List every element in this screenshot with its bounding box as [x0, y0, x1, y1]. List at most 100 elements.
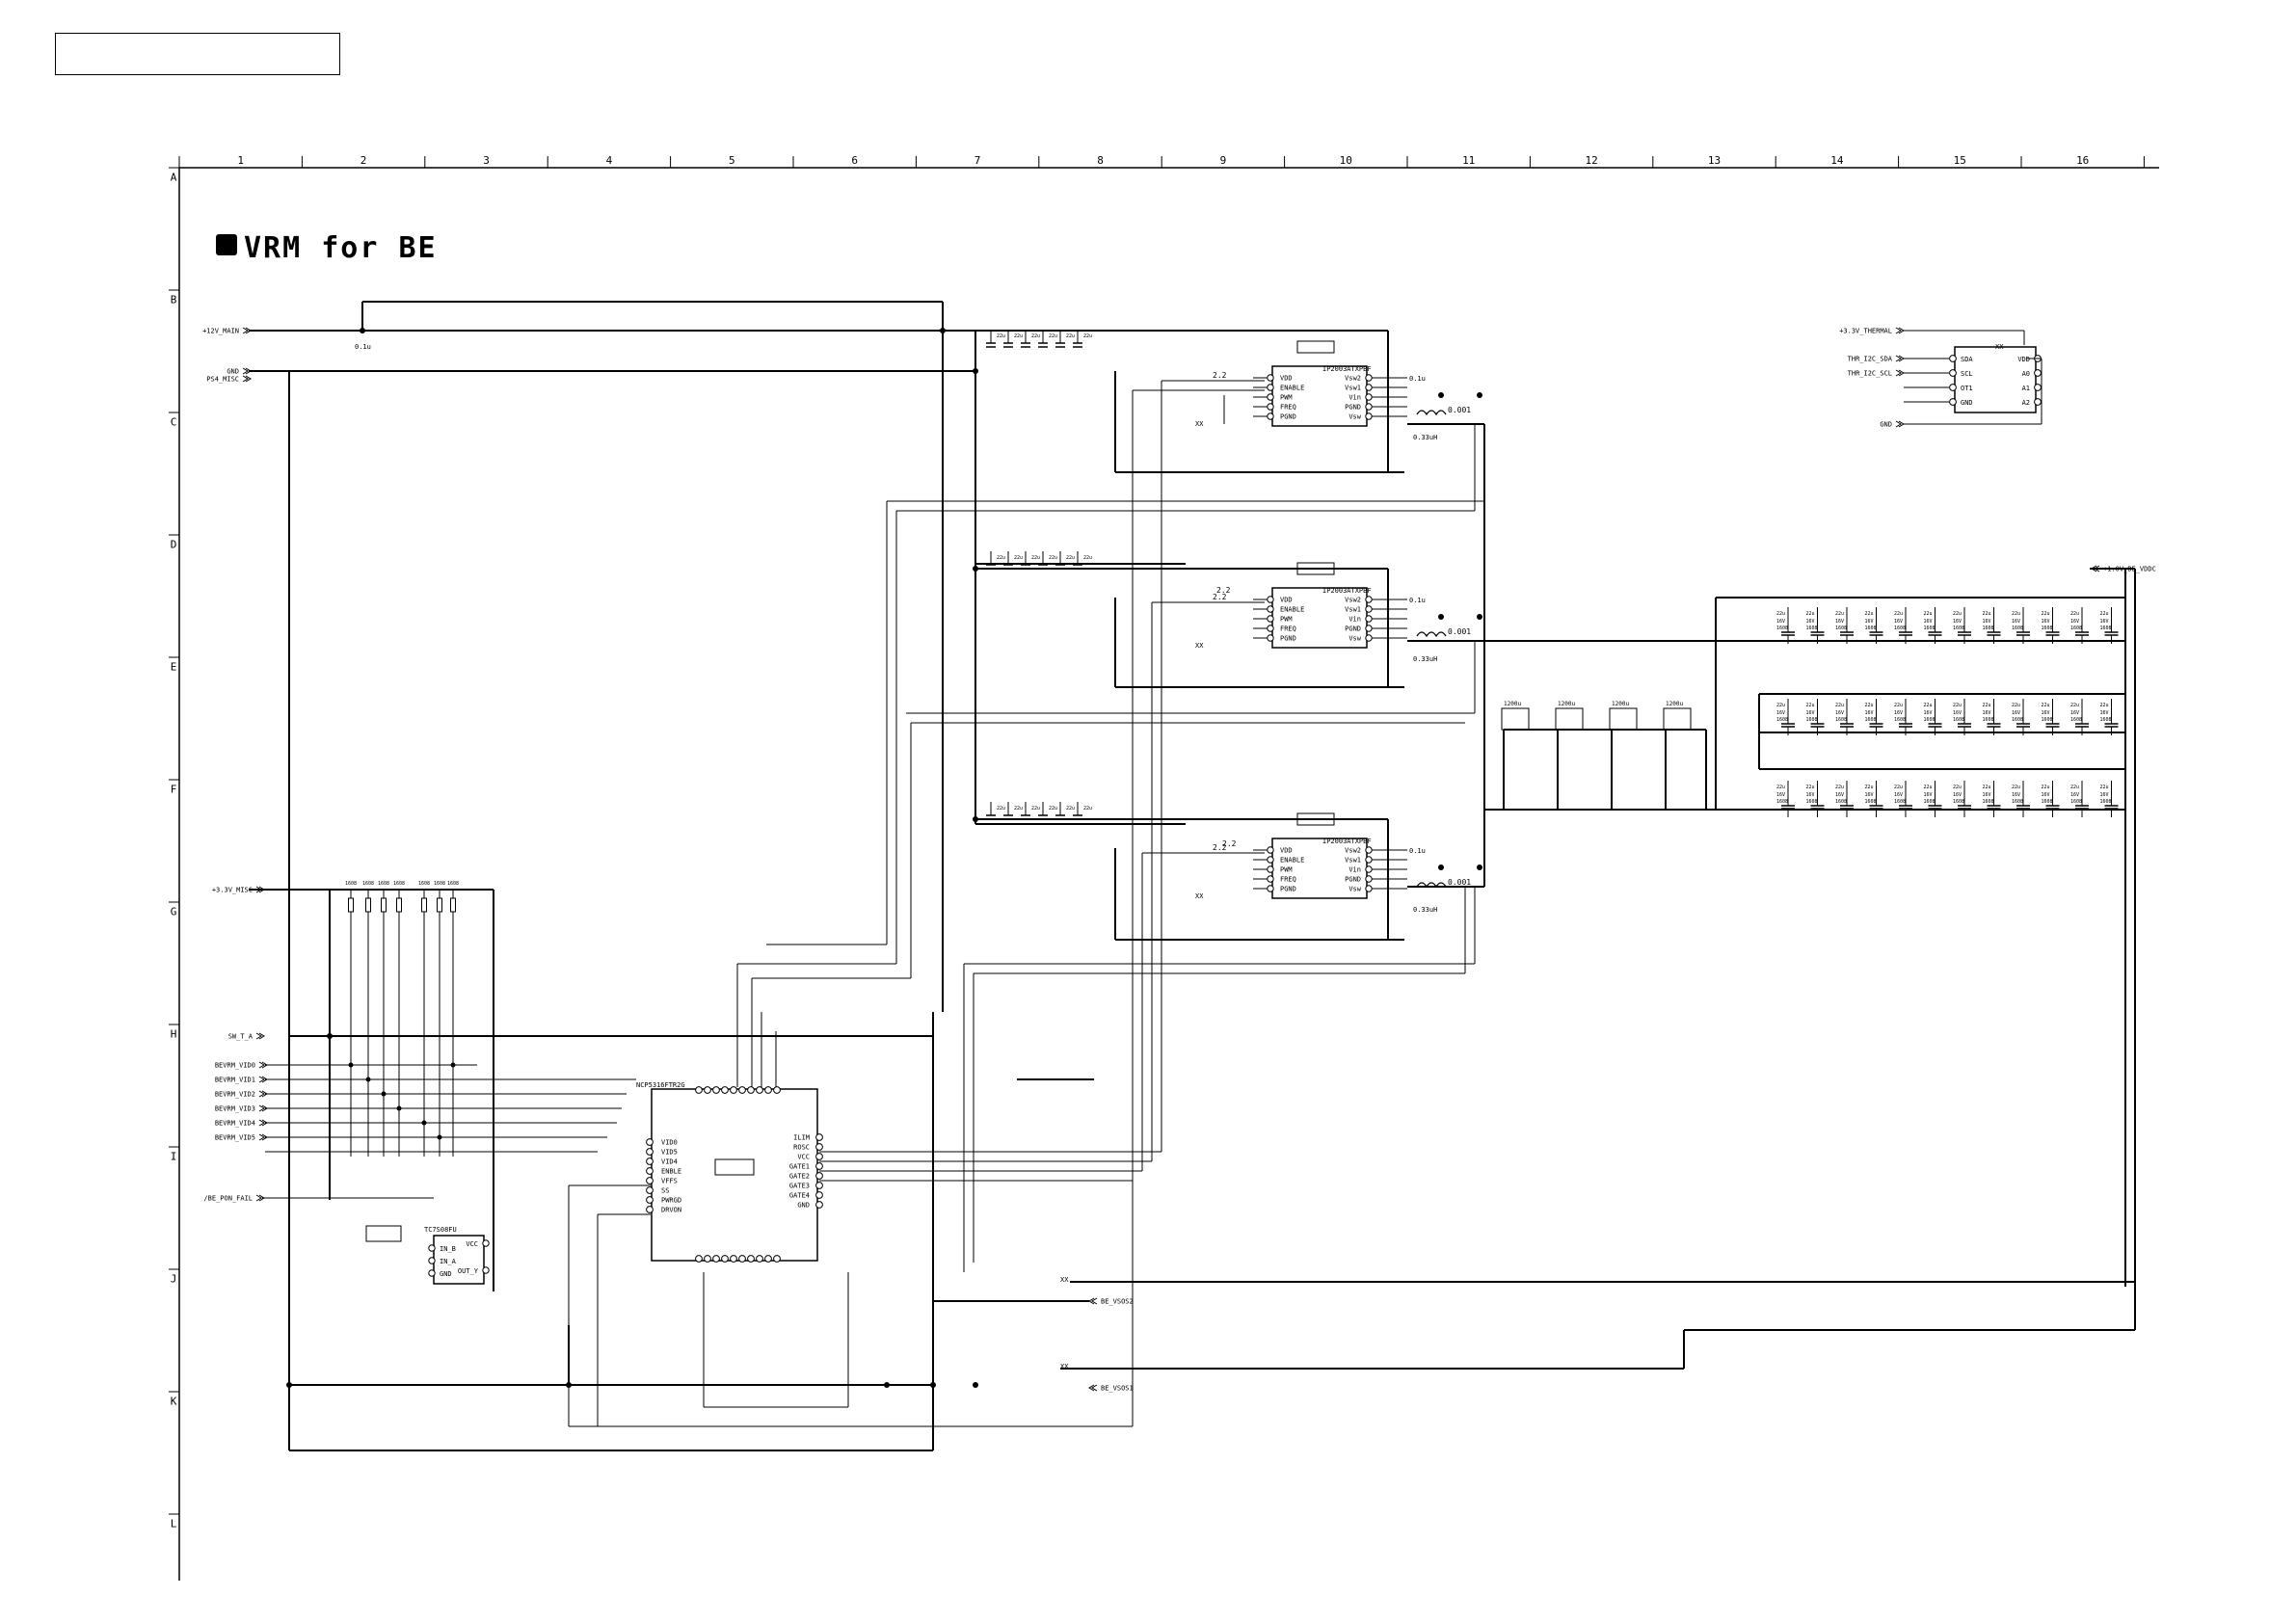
pin-circle: [646, 1206, 654, 1213]
pin-label: Vsw: [1348, 635, 1361, 643]
pin-label: PGND: [1280, 886, 1296, 893]
port-arrow: [261, 1104, 268, 1112]
pin-circle: [1267, 605, 1274, 613]
port--be-pon-fail: /BE_PON_FAIL: [203, 1195, 265, 1203]
inductor-value: 0.001: [1448, 627, 1471, 636]
pin-circle: [1365, 846, 1373, 854]
pin-label: PGND: [1280, 413, 1296, 421]
row-letter: L: [171, 1518, 177, 1530]
pin-label: ENABLE: [1280, 606, 1304, 614]
port-arrow: [261, 1090, 268, 1098]
pin-label: ENABLE: [1280, 385, 1304, 392]
inductor-label: 0.33uH: [1413, 655, 1437, 663]
junction-dot: [1477, 614, 1482, 620]
cap-value: 22u: [1031, 806, 1040, 812]
cap-package: 1608: [2070, 799, 2082, 805]
pin-label: VDD: [1280, 597, 1293, 604]
cap-package: 1608: [1835, 625, 1847, 631]
cap-rating: 16V: [1865, 710, 1874, 716]
port-sw-t-a: SW_T_A: [228, 1033, 265, 1041]
pin-circle: [747, 1255, 755, 1263]
resistor-body: [381, 897, 387, 913]
port-label: BE_VSOS1: [1101, 1385, 1134, 1393]
cap-rating: 16V: [1806, 619, 1815, 625]
inductor-label: 0.33uH: [1413, 434, 1437, 441]
cap-rating: 16V: [1835, 792, 1844, 798]
pin-circle: [721, 1255, 729, 1263]
bulk-capacitor: [1555, 707, 1584, 731]
port-bevrm-vid2: BEVRM_VID2: [215, 1090, 268, 1099]
pin-label: FREQ: [1280, 876, 1296, 884]
port-label: +12V_MAIN: [202, 328, 239, 335]
port-arrow: [1895, 420, 1902, 428]
port-label: +1.0V_BE_VDDC: [2103, 566, 2156, 573]
cap-value: 22u: [1953, 785, 1962, 790]
pin-circle: [773, 1086, 781, 1094]
column-number: 2: [360, 154, 367, 167]
junction-dot: [973, 368, 978, 374]
pin-circle: [1365, 875, 1373, 883]
port-label: /BE_PON_FAIL: [203, 1195, 253, 1203]
pin-circle: [704, 1255, 711, 1263]
pin-label: SS: [661, 1187, 669, 1195]
pin-label: SCL: [1961, 370, 1973, 378]
port-label: THR_I2C_SDA: [1848, 356, 1893, 363]
cap-package: 1608: [1806, 625, 1818, 631]
cap-rating: 16V: [1806, 792, 1815, 798]
pin-label: GND: [1961, 399, 1973, 407]
port-label: GND: [1880, 421, 1892, 429]
port-gnd: GND: [227, 368, 252, 376]
pin-circle: [1365, 393, 1373, 401]
cap-value: 22u: [1894, 611, 1903, 617]
port-arrow: [258, 1061, 265, 1069]
resistor-package: 1608: [362, 881, 374, 887]
port-label: GND: [227, 368, 239, 376]
pin-label: FREQ: [1280, 625, 1296, 633]
row-letter: E: [171, 661, 177, 674]
pin-label: VID0: [661, 1139, 678, 1147]
pin-label: ROSC: [793, 1144, 810, 1152]
resistor-value: 2.2: [1222, 839, 1237, 848]
cap-package: 1608: [1983, 717, 1994, 723]
pin-label: VCC: [797, 1154, 810, 1161]
pin-circle: [756, 1255, 763, 1263]
port-label: BEVRM_VID5: [215, 1134, 255, 1142]
pin-circle: [2034, 384, 2042, 391]
bulk-capacitor: [1663, 707, 1692, 731]
pin-circle: [738, 1086, 746, 1094]
cap-value: 22u: [1983, 611, 1991, 617]
pin-circle: [721, 1086, 729, 1094]
cap-rating: 16V: [1776, 792, 1785, 798]
pin-label: Vin: [1348, 394, 1361, 402]
ref-designator-box: [1296, 562, 1335, 575]
pin-circle: [704, 1086, 711, 1094]
pin-circle: [1267, 846, 1274, 854]
pin-circle: [815, 1182, 823, 1189]
driver-ic-group: IP2003ATXPBFVDDENABLEPWMFREQPGNDVsw2Vsw1…: [986, 330, 1482, 914]
pin-circle: [1949, 355, 1957, 362]
row-letter: J: [171, 1273, 177, 1286]
cap-package: 1608: [2100, 625, 2112, 631]
cap-package: 1608: [1835, 799, 1847, 805]
cap-value: 0.1u: [1409, 375, 1426, 383]
cap-package: 1608: [1776, 625, 1788, 631]
cap-rating: 16V: [1894, 710, 1903, 716]
header-blank-box: [55, 33, 340, 75]
pin-label: Vsw2: [1345, 847, 1361, 855]
cap-value: 22u: [2070, 785, 2079, 790]
cap-rating: 16V: [1983, 792, 1991, 798]
cap-rating: 16V: [2012, 792, 2020, 798]
junction-dot: [1438, 865, 1444, 870]
pin-label: Vsw2: [1345, 375, 1361, 383]
port--12v-main: +12V_MAIN: [202, 328, 252, 335]
cap-package: 1608: [1806, 799, 1818, 805]
pin-label: GATE3: [789, 1183, 810, 1190]
pin-circle: [646, 1177, 654, 1184]
cap-package: 1608: [1924, 625, 1936, 631]
cap-package: 1608: [2012, 625, 2023, 631]
